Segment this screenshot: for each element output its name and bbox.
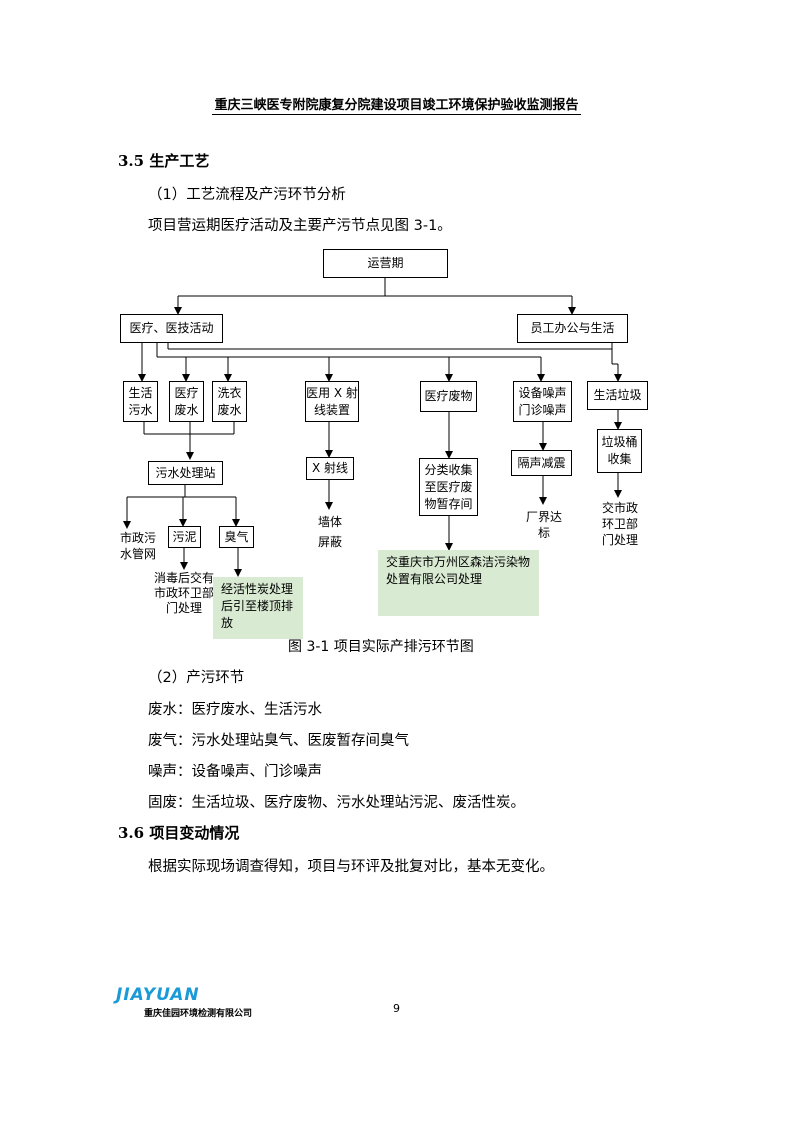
node-xray-label: X 射线 (311, 461, 349, 475)
node-medical-activity: 医疗、医技活动 (120, 314, 223, 343)
node-garbage-bin: 垃圾桶 收集 (597, 429, 642, 473)
node-operation-period-label: 运营期 (367, 256, 404, 270)
node-boundary-compliance: 厂界达 标 (525, 510, 562, 540)
node-odor: 臭气 (219, 526, 254, 548)
node-sludge-disposal: 消毒后交有 市政环卫部 门处理 (153, 571, 214, 615)
figure-caption: 图 3-1 项目实际产排污环节图 (288, 639, 474, 655)
node-laundry-wastewater-label: 洗衣 废水 (217, 385, 242, 417)
node-medical-waste: 医疗废物 (420, 381, 477, 412)
node-sludge: 污泥 (168, 526, 201, 548)
page-number: 9 (393, 1002, 400, 1015)
company-logo: JIAYUAN 重庆佳园环境检测有限公司 (116, 985, 252, 1019)
node-noise-source: 设备噪声 门诊噪声 (513, 381, 572, 422)
node-municipal-sewer: 市政污 水管网 (119, 531, 156, 561)
section-heading-3-6: 3.6 项目变动情况 (118, 824, 240, 842)
pollution-noise: 噪声：设备噪声、门诊噪声 (148, 764, 322, 780)
node-sanitation-handover: 交市政 环卫部 门处理 (601, 501, 638, 547)
node-medical-wastewater: 医疗 废水 (169, 381, 204, 422)
node-wwtp: 污水处理站 (148, 461, 223, 485)
node-laundry-wastewater: 洗衣 废水 (212, 381, 247, 422)
subheading-pollution: （2）产污环节 (148, 670, 245, 686)
node-medical-activity-label: 医疗、医技活动 (129, 321, 214, 335)
node-sorting-storage-label: 分类收集 至医疗废 物暂存间 (424, 462, 473, 511)
logo-wordmark: JIAYUAN (116, 985, 200, 1005)
node-operation-period: 运营期 (323, 249, 448, 278)
note-odor-treatment: 经活性炭处理 后引至楼顶排 放 (213, 577, 303, 639)
node-domestic-garbage-label: 生活垃圾 (593, 388, 642, 402)
node-domestic-garbage: 生活垃圾 (587, 381, 648, 410)
node-wall-shielding: 墙体 屏蔽 (317, 515, 342, 549)
node-noise-control-label: 隔声减震 (517, 455, 566, 470)
node-domestic-wastewater-label: 生活 污水 (128, 385, 153, 417)
page-header: 重庆三峡医专附院康复分院建设项目竣工环境保护验收监测报告 (0, 94, 793, 115)
node-noise-control: 隔声减震 (511, 450, 572, 476)
pollution-exhaust: 废气：污水处理站臭气、医废暂存间臭气 (148, 733, 409, 749)
intro-paragraph: 项目营运期医疗活动及主要产污节点见图 3-1。 (148, 218, 452, 234)
node-domestic-wastewater: 生活 污水 (123, 381, 158, 422)
node-sorting-storage: 分类收集 至医疗废 物暂存间 (419, 458, 478, 516)
pollution-wastewater: 废水：医疗废水、生活污水 (148, 702, 322, 718)
node-garbage-bin-label: 垃圾桶 收集 (601, 435, 638, 466)
company-name: 重庆佳园环境检测有限公司 (144, 1009, 253, 1019)
subheading-process: （1）工艺流程及产污环节分析 (148, 187, 346, 203)
node-xray: X 射线 (306, 457, 354, 480)
node-odor-label: 臭气 (224, 529, 249, 544)
node-medical-waste-label: 医疗废物 (424, 389, 473, 403)
changes-paragraph: 根据实际现场调查得知，项目与环评及批复对比，基本无变化。 (148, 859, 554, 875)
node-xray-device: 医用 X 射 线装置 (305, 381, 359, 422)
node-noise-source-label: 设备噪声 门诊噪声 (518, 385, 567, 417)
node-staff-life: 员工办公与生活 (517, 314, 628, 343)
pollution-solid-waste: 固废：生活垃圾、医疗废物、污水处理站污泥、废活性炭。 (148, 795, 525, 811)
note-waste-disposal: 交重庆市万州区森洁污染物 处置有限公司处理 (378, 550, 539, 616)
node-staff-life-label: 员工办公与生活 (530, 321, 615, 335)
node-xray-device-label: 医用 X 射 线装置 (306, 385, 358, 417)
node-medical-wastewater-label: 医疗 废水 (174, 385, 199, 417)
header-title: 重庆三峡医专附院康复分院建设项目竣工环境保护验收监测报告 (212, 98, 581, 115)
node-sludge-label: 污泥 (172, 529, 197, 544)
section-heading-3-5: 3.5 生产工艺 (118, 152, 210, 170)
node-wwtp-label: 污水处理站 (155, 465, 216, 480)
